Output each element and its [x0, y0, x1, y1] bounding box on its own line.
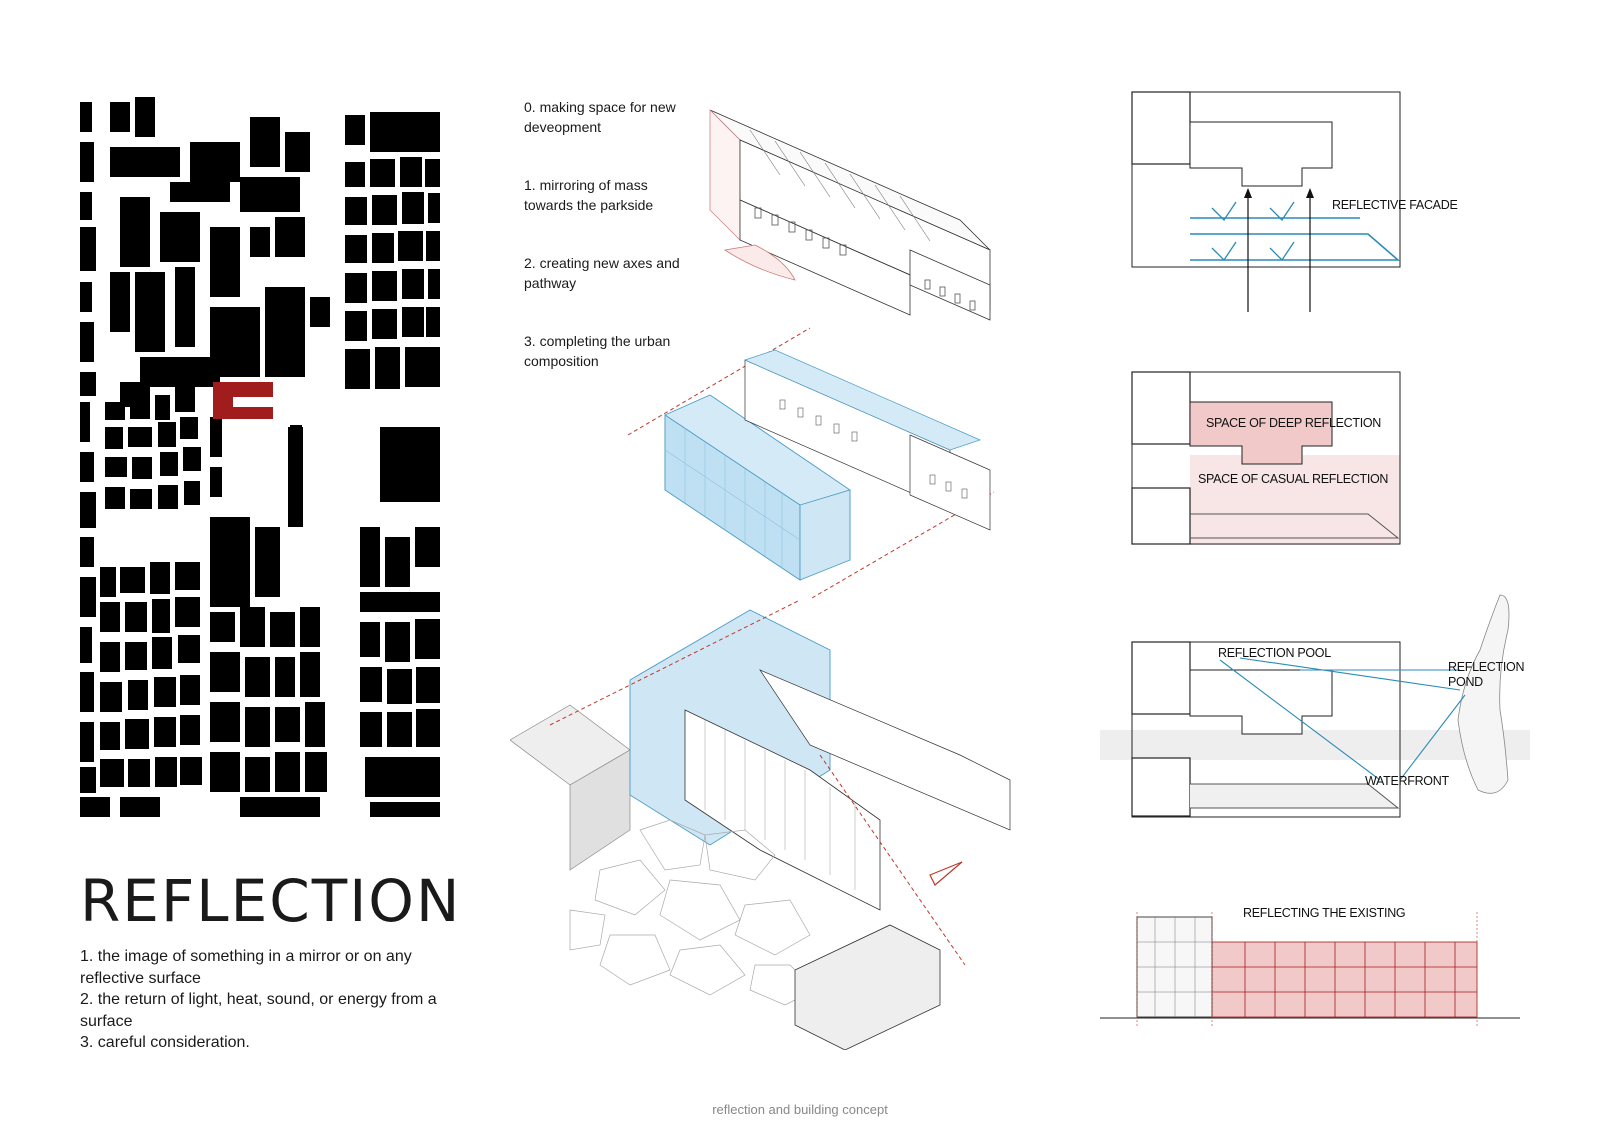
isometric-diagrams — [510, 109, 1011, 1050]
label-waterfront: WATERFRONT — [1365, 774, 1449, 788]
definition-item: 2. the return of light, heat, sound, or … — [80, 991, 437, 1030]
definitions-list: 1. the image of something in a mirror or… — [80, 946, 452, 1054]
iso-urban-composition — [510, 599, 1011, 1050]
label-casual-reflection: SPACE OF CASUAL REFLECTION — [1198, 472, 1389, 486]
step-0: 0. making space for new deveopment — [524, 99, 676, 135]
label-deep-reflection: SPACE OF DEEP REFLECTION — [1206, 416, 1382, 430]
step-1: 1. mirroring of mass towards the parksid… — [524, 177, 654, 213]
page-caption: reflection and building concept — [712, 1102, 888, 1117]
label-reflection-pond-2: POND — [1448, 675, 1483, 689]
building-blocks — [80, 97, 440, 817]
site-marker — [213, 382, 273, 419]
label-reflection-pool: REFLECTION POOL — [1218, 646, 1331, 660]
diagram-reflective-facade — [1131, 91, 1401, 312]
label-reflecting-existing: REFLECTING THE EXISTING — [1243, 906, 1406, 920]
label-reflection-pond-1: REFLECTION — [1448, 660, 1525, 674]
definition-item: 1. the image of something in a mirror or… — [80, 948, 412, 987]
definition-item: 3. careful consideration. — [80, 1034, 250, 1051]
step-2: 2. creating new axes and pathway — [524, 255, 680, 291]
iso-mirrored-mass — [627, 327, 995, 599]
diagram-water-connections — [1100, 594, 1530, 818]
page-title: REFLECTION — [80, 867, 462, 935]
figure-ground-map — [80, 97, 440, 817]
label-reflective-facade: REFLECTIVE FACADE — [1332, 198, 1458, 212]
diagram-reflection-spaces — [1131, 371, 1401, 545]
iso-existing-building — [709, 109, 991, 321]
step-3: 3. completing the urban composition — [524, 333, 671, 369]
diagram-elevation — [1100, 912, 1520, 1028]
